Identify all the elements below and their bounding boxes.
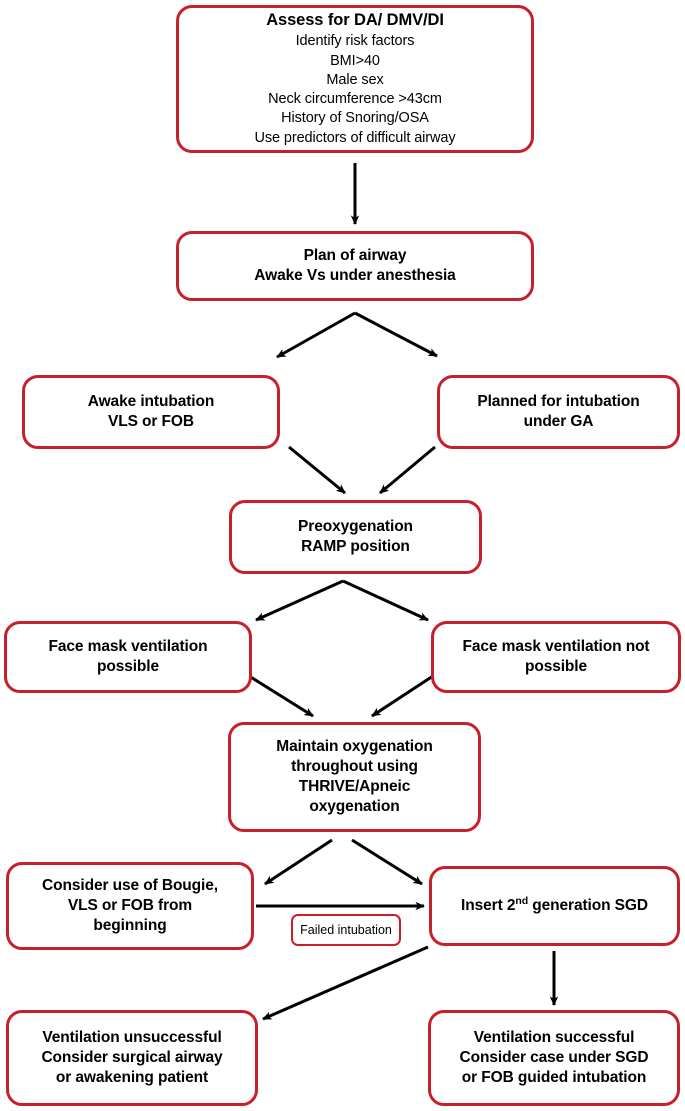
node-preoxygenation-line-1: Preoxygenation	[298, 518, 413, 536]
node-planned-ga-line-1: Planned for intubation	[477, 393, 640, 411]
edge-fmv-not-possible-to-maintain-oxygenation	[371, 674, 434, 718]
node-preoxygenation-ramp-position: Preoxygenation RAMP position	[229, 500, 482, 574]
node-ventilation-successful-line-2: Consider case under SGD	[459, 1049, 649, 1067]
node-fmv-possible-line-1: Face mask ventilation	[48, 638, 208, 656]
node-sgd-superscript: nd	[515, 894, 529, 907]
node-awake-intubation-line-1: Awake intubation	[87, 393, 215, 411]
node-ventilation-unsuccessful: Ventilation unsuccessful Consider surgic…	[6, 1010, 258, 1106]
node-planned-ga-line-2: under GA	[523, 413, 594, 430]
node-ventilation-successful-line-1: Ventilation successful	[473, 1029, 635, 1047]
edge-plan-to-planned-ga	[354, 311, 438, 358]
node-sgd-label: Insert 2nd generation SGD	[461, 896, 648, 916]
node-assess-title: Assess for DA/ DMV/DI	[266, 11, 444, 30]
node-planned-for-intubation-under-ga: Planned for intubation under GA	[437, 375, 680, 449]
node-awake-intubation: Awake intubation VLS or FOB	[22, 375, 280, 449]
node-face-mask-ventilation-not-possible: Face mask ventilation not possible	[431, 621, 681, 693]
node-assess-line-2: BMI>40	[330, 52, 380, 69]
edge-preoxygenation-to-fmv-possible	[255, 579, 344, 622]
node-bougie-line-3: beginning	[93, 916, 167, 934]
node-maintain-oxygenation-line-1: Maintain oxygenation	[276, 738, 433, 756]
node-face-mask-ventilation-possible: Face mask ventilation possible	[4, 621, 252, 693]
node-fmv-not-possible-line-1: Face mask ventilation not	[462, 638, 650, 656]
node-assess-line-6: Use predictors of difficult airway	[254, 129, 456, 146]
node-maintain-oxygenation-line-2: throughout using	[291, 758, 418, 776]
node-plan-line-1: Plan of airway	[303, 247, 407, 265]
edge-maintain-oxygenation-to-bougie	[264, 838, 333, 886]
node-insert-2nd-generation-sgd: Insert 2nd generation SGD	[429, 866, 680, 946]
node-ventilation-successful: Ventilation successful Consider case und…	[428, 1010, 680, 1106]
node-assess-for-da-dmv-di: Assess for DA/ DMV/DI Identify risk fact…	[176, 5, 534, 153]
node-assess-line-3: Male sex	[326, 71, 384, 88]
edge-preoxygenation-to-fmv-not-possible	[342, 579, 429, 622]
node-maintain-oxygenation: Maintain oxygenation throughout using TH…	[228, 722, 481, 832]
node-fmv-not-possible-line-2: possible	[524, 658, 588, 675]
node-ventilation-unsuccessful-line-2: Consider surgical airway	[41, 1049, 223, 1067]
edge-plan-to-awake-intubation	[276, 311, 356, 359]
node-sgd-text-prefix: Insert 2	[461, 897, 516, 915]
node-assess-line-1: Identify risk factors	[295, 33, 415, 50]
node-maintain-oxygenation-line-4: oxygenation	[309, 797, 400, 815]
node-plan-of-airway: Plan of airway Awake Vs under anesthesia	[176, 231, 534, 301]
node-ventilation-unsuccessful-line-3: or awakening patient	[55, 1068, 209, 1086]
node-preoxygenation-line-2: RAMP position	[301, 538, 410, 555]
node-ventilation-unsuccessful-line-1: Ventilation unsuccessful	[42, 1029, 222, 1047]
node-sgd-text-suffix: generation SGD	[528, 897, 648, 915]
node-assess-line-5: History of Snoring/OSA	[281, 110, 429, 127]
edge-awake-intubation-to-preoxygenation	[288, 445, 346, 495]
node-awake-intubation-line-2: VLS or FOB	[108, 413, 194, 430]
node-plan-line-2: Awake Vs under anesthesia	[254, 267, 456, 284]
node-bougie-line-1: Consider use of Bougie,	[42, 877, 218, 895]
node-fmv-possible-line-2: possible	[96, 658, 160, 675]
node-maintain-oxygenation-line-3: THRIVE/Apneic	[298, 778, 411, 795]
edge-label-failed-intubation: Failed intubation	[291, 914, 401, 946]
edge-maintain-oxygenation-to-sgd	[351, 838, 423, 886]
node-consider-use-of-bougie: Consider use of Bougie, VLS or FOB from …	[6, 862, 254, 950]
node-bougie-line-2: VLS or FOB from	[67, 897, 193, 915]
edge-fmv-possible-to-maintain-oxygenation	[248, 674, 314, 718]
node-assess-line-4: Neck circumference >43cm	[268, 91, 442, 108]
edge-sgd-to-ventilation-unsuccessful	[262, 945, 429, 1021]
node-ventilation-successful-line-3: or FOB guided intubation	[461, 1068, 647, 1086]
edge-planned-ga-to-preoxygenation	[379, 445, 436, 495]
